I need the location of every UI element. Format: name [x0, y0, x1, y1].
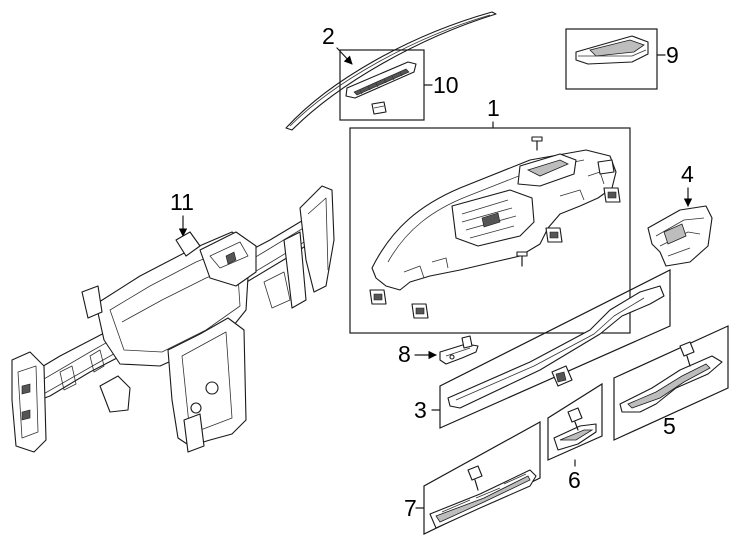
callout-1-label: 1 — [487, 95, 500, 121]
part-3-group: 3 — [414, 269, 671, 429]
callout-8-label: 8 — [398, 341, 411, 367]
part-5-group: 5 — [613, 325, 729, 441]
callout-4-label: 4 — [681, 161, 694, 187]
callout-9-label: 9 — [666, 42, 679, 68]
callout-5-label: 5 — [663, 413, 676, 439]
part-9-box — [565, 28, 658, 90]
part-2-trim-strip — [285, 11, 497, 131]
callout-3-label: 3 — [414, 397, 427, 423]
part-3-box — [439, 269, 671, 429]
callout-11-label: 11 — [170, 189, 194, 215]
part-7-group: 7 — [404, 420, 541, 535]
part-1-group: 1 — [349, 95, 631, 334]
part-7-box — [423, 420, 541, 535]
part-1-box — [349, 127, 631, 334]
part-10-group: 10 — [339, 49, 459, 121]
part-6-group: 6 — [547, 382, 603, 493]
callout-7-label: 7 — [404, 495, 417, 521]
callout-2: 2 — [322, 23, 353, 65]
part-8-group: 8 — [398, 335, 479, 367]
callout-6-label: 6 — [568, 467, 581, 493]
part-11-group: 11 — [11, 185, 335, 453]
callout-10-label: 10 — [433, 72, 459, 98]
part-9-group: 9 — [565, 28, 679, 90]
part-6-box — [547, 382, 603, 461]
callout-2-label: 2 — [322, 23, 335, 49]
part-4-group: 4 — [647, 161, 713, 267]
